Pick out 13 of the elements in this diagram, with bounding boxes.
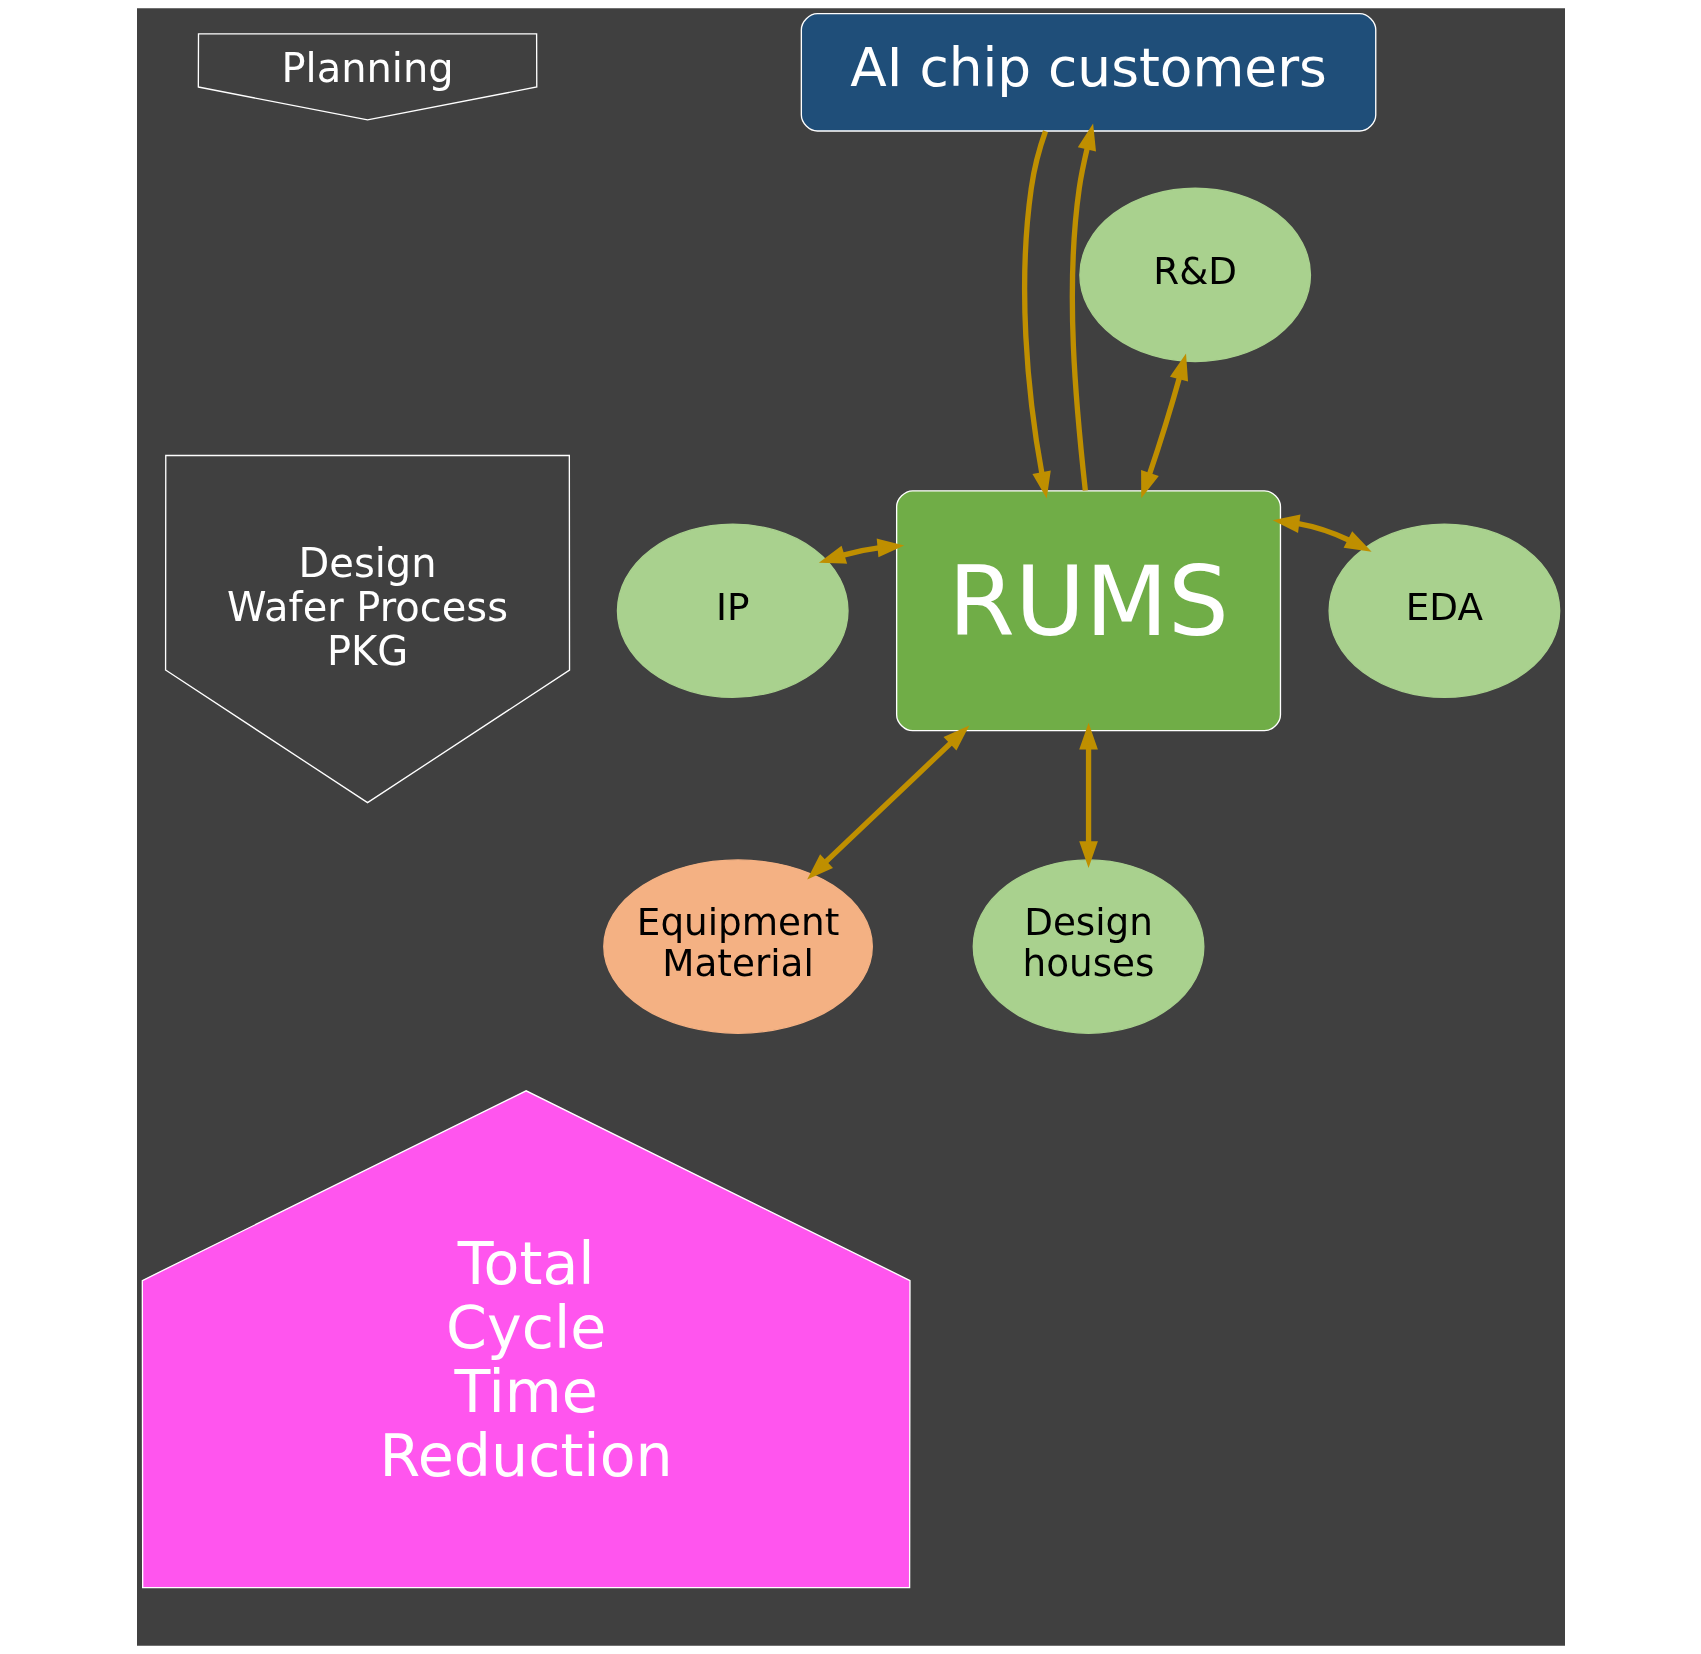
arrow bbox=[1069, 123, 1096, 491]
node-box: RUMS bbox=[895, 490, 1281, 732]
arrow bbox=[806, 725, 969, 880]
node-ellipse: Design houses bbox=[972, 859, 1204, 1034]
arrow bbox=[1272, 514, 1372, 552]
arrow bbox=[1078, 722, 1098, 868]
node-ellipse: Equipment Material bbox=[602, 859, 873, 1034]
node-ellipse: EDA bbox=[1327, 523, 1560, 699]
node-ellipse: R&D bbox=[1078, 187, 1311, 363]
arrow bbox=[818, 538, 904, 564]
node-box: AI chip customers bbox=[800, 13, 1376, 132]
arrow bbox=[1021, 130, 1051, 499]
arrow bbox=[1140, 353, 1188, 499]
